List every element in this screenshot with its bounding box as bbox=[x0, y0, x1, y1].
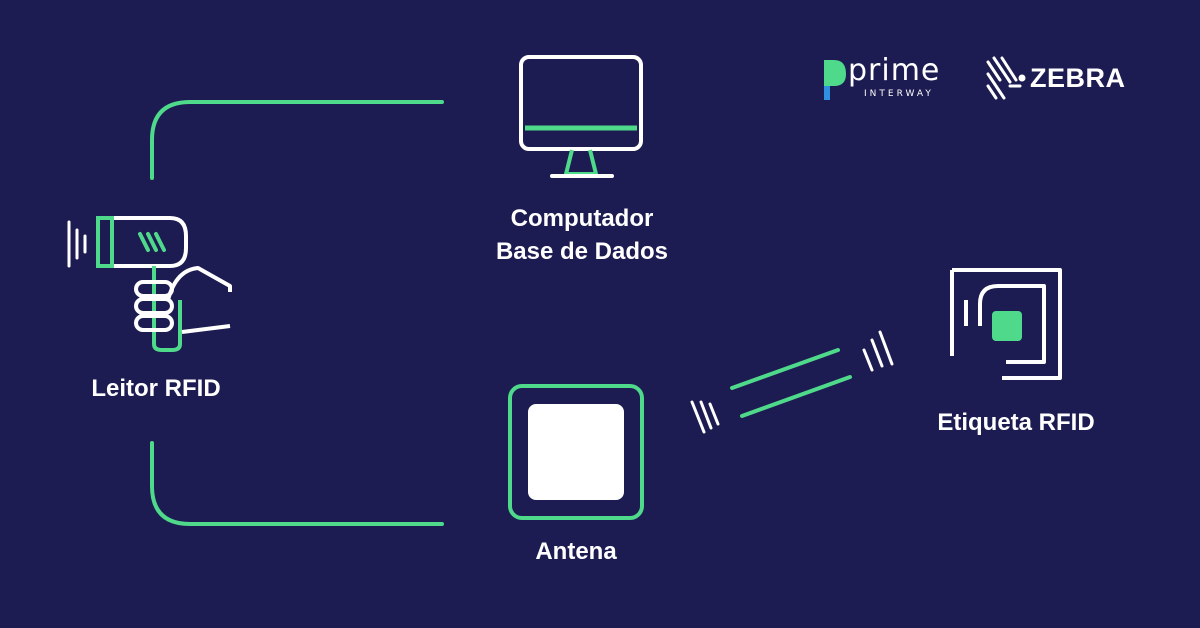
computer-label-line1: Computador bbox=[510, 205, 654, 232]
computer-monitor-icon bbox=[519, 55, 643, 178]
zebra-logo-text: ZEBRA bbox=[1030, 63, 1126, 93]
signal-waves-icon bbox=[690, 330, 894, 434]
connector-reader-to-computer bbox=[150, 100, 444, 180]
zebra-logo-mark-icon bbox=[986, 56, 1026, 100]
computer-label-line2: Base de Dados bbox=[495, 238, 669, 265]
tag-label: Etiqueta RFID bbox=[937, 409, 1095, 436]
prime-logo-mark-icon bbox=[824, 60, 846, 100]
reader-label: Leitor RFID bbox=[91, 375, 221, 402]
rfid-reader-gun-icon bbox=[67, 216, 232, 352]
prime-logo-subtext: INTERWAY bbox=[864, 89, 934, 99]
rfid-tag-icon bbox=[950, 268, 1062, 380]
antenna-icon bbox=[508, 384, 644, 520]
zebra-logo: ZEBRA bbox=[984, 56, 1134, 104]
computer-database-label: Computador Base de Dados bbox=[462, 202, 702, 268]
prime-logo-text: prime bbox=[848, 53, 941, 88]
antenna-label: Antena bbox=[535, 538, 617, 565]
connector-reader-to-antenna bbox=[150, 441, 444, 526]
reader-signal-waves-icon bbox=[67, 220, 87, 268]
prime-interway-logo: prime INTERWAY bbox=[820, 56, 960, 104]
